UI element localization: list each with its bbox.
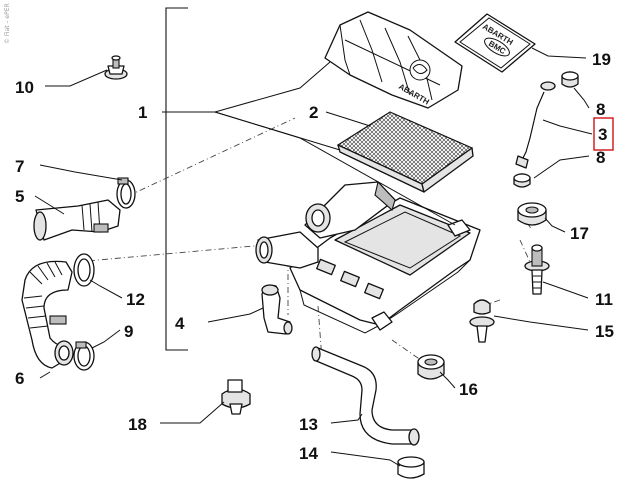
callout-8-lower[interactable]: 8 — [596, 148, 605, 167]
part-9-hose-clamp[interactable] — [73, 341, 95, 371]
callout-2[interactable]: 2 — [309, 103, 318, 122]
leader-lines — [34, 47, 593, 467]
part-2-air-filter[interactable] — [336, 111, 474, 193]
part-13-vent-hose[interactable] — [311, 346, 420, 446]
callout-10[interactable]: 10 — [15, 78, 34, 97]
callout-13[interactable]: 13 — [299, 415, 318, 434]
callout-14[interactable]: 14 — [299, 444, 318, 463]
part-12-gasket[interactable] — [73, 253, 95, 287]
callout-7[interactable]: 7 — [15, 157, 24, 176]
callout-5[interactable]: 5 — [15, 187, 24, 206]
callout-1[interactable]: 1 — [138, 103, 147, 122]
watermark-text: © Fiat – ePER — [4, 3, 11, 44]
callout-17[interactable]: 17 — [570, 224, 589, 243]
part-14-hose-clamp[interactable] — [397, 456, 425, 479]
callout-16[interactable]: 16 — [459, 380, 478, 399]
part-6-corrugated-hose[interactable] — [21, 260, 74, 369]
part-7-hose-clamp[interactable] — [116, 177, 136, 209]
callout-8-upper[interactable]: 8 — [596, 100, 605, 119]
part-15-push-clip[interactable] — [469, 299, 495, 343]
callout-11[interactable]: 11 — [595, 290, 613, 309]
part-10-screw[interactable] — [104, 55, 128, 80]
part-17-grommet[interactable] — [517, 202, 547, 226]
part-19-decal[interactable]: ABARTH BMC — [454, 13, 536, 73]
part-8-lower-cap[interactable] — [513, 173, 531, 188]
assembly-bracket — [165, 7, 188, 351]
part-1-engine-cover[interactable]: ABARTH — [324, 11, 463, 109]
callout-19[interactable]: 19 — [592, 50, 611, 69]
part-16-rubber-mount[interactable] — [417, 354, 445, 380]
part-4-elbow-hose[interactable] — [261, 284, 293, 335]
part-3-breather-hose[interactable] — [515, 81, 556, 169]
callout-15[interactable]: 15 — [595, 322, 614, 341]
callout-12[interactable]: 12 — [126, 290, 145, 309]
part-11-pin-fastener[interactable] — [524, 244, 550, 295]
part-1-airbox-housing[interactable] — [255, 180, 481, 334]
callout-3-highlight-box — [593, 117, 614, 151]
callout-labels: 1 2 3 4 5 6 7 8 8 9 10 11 12 13 14 15 16… — [15, 50, 614, 463]
part-8-upper-cap[interactable] — [561, 71, 579, 88]
callout-18[interactable]: 18 — [128, 415, 147, 434]
callout-6[interactable]: 6 — [15, 369, 24, 388]
callout-4[interactable]: 4 — [175, 314, 185, 333]
part-18-mount-bushing[interactable] — [221, 379, 251, 415]
part-5-intake-duct[interactable] — [33, 199, 121, 241]
callout-9[interactable]: 9 — [124, 322, 133, 341]
callout-3[interactable]: 3 — [598, 125, 607, 144]
